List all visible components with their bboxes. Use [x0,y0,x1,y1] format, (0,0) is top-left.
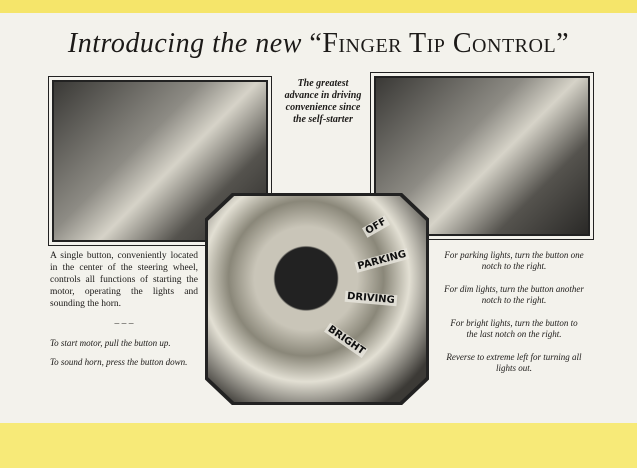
start-instruction: To start motor, pull the button up. [50,338,171,348]
dim-instruction: For dim lights, turn the button another … [444,284,584,305]
horn-instruction: To sound horn, press the button down. [50,357,188,367]
photo-dial-closeup: OFF PARKING DRIVING BRIGHT [205,193,429,405]
tagline: The greatest advance in driving convenie… [284,78,362,125]
bright-instruction: For bright lights, turn the button to th… [450,318,578,339]
title-product: “Finger Tip Control” [309,28,570,59]
bottom-band [0,423,637,468]
photo-hand-pulling-button [48,76,272,246]
page-title: Introducing the new “Finger Tip Control” [0,28,637,60]
off-instruction: Reverse to extreme left for turning all … [446,352,582,373]
right-column: For parking lights, turn the button one … [444,250,584,374]
left-column: A single button, conveniently located in… [50,250,198,368]
divider: ‒ ‒ ‒ [114,319,134,329]
parking-instruction: For parking lights, turn the button one … [444,250,584,271]
intro-text: A single button, conveniently located in… [50,251,198,309]
top-band [0,0,637,13]
title-main: Introducing the new [67,28,302,59]
